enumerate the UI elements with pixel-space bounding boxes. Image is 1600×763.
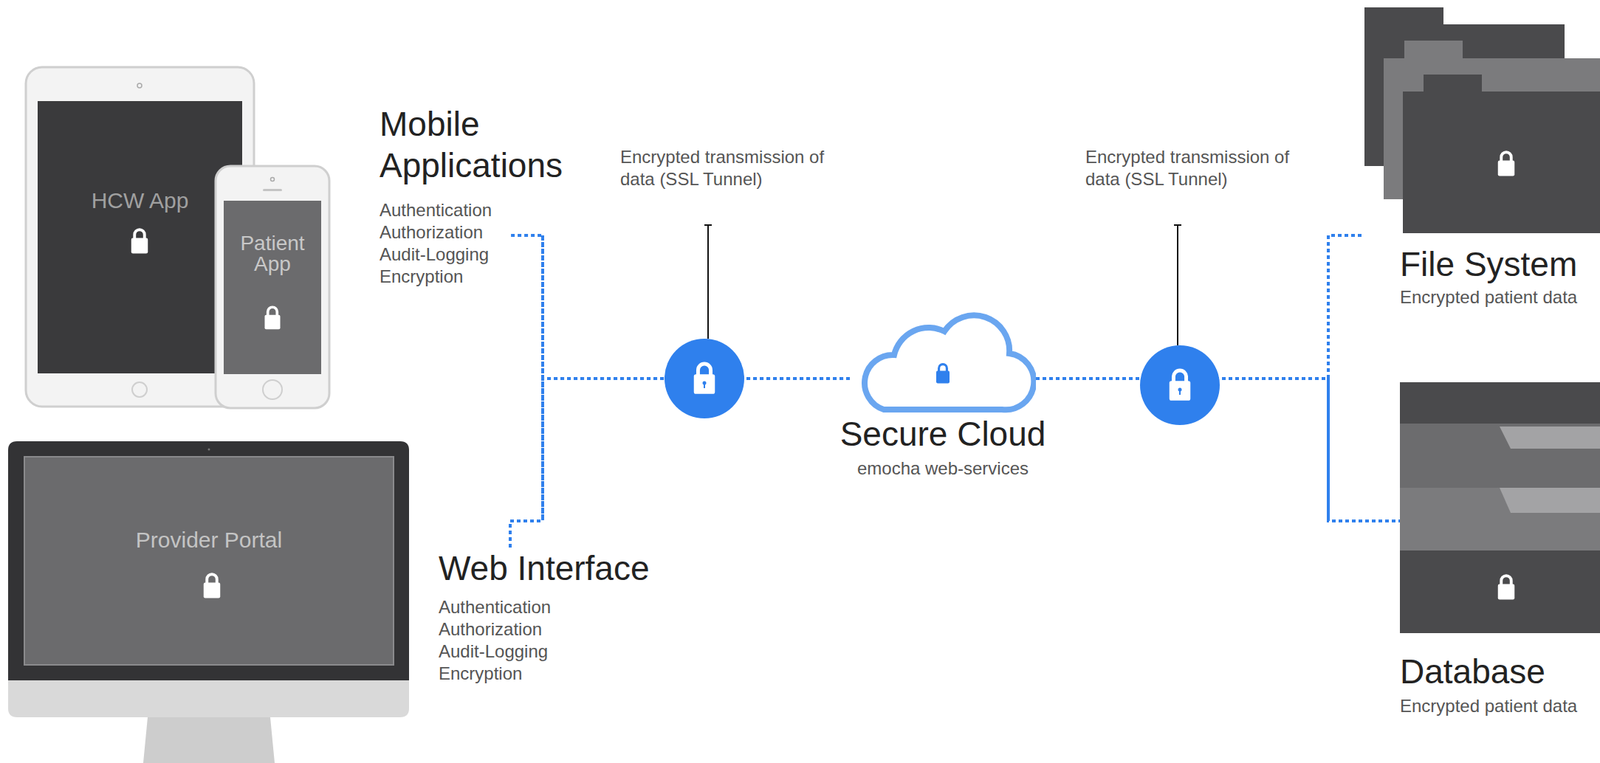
node-heading: File System <box>1364 243 1600 286</box>
keyhole <box>1179 390 1181 396</box>
lock-icon <box>265 307 281 330</box>
phone-screen-fill <box>223 200 322 375</box>
cloud-node-shape <box>849 310 1036 414</box>
group-heading: Web Interface <box>438 547 650 590</box>
lock-icon <box>936 364 950 384</box>
tablet-home-button <box>132 382 147 398</box>
monitor-screen-fill <box>24 457 394 666</box>
lock-icon <box>1169 370 1191 401</box>
leader-lines <box>704 225 1182 346</box>
cloud-node: Secure Cloudemocha web-services <box>809 310 1076 480</box>
tablet-screen: HCW App <box>37 101 243 374</box>
tablet-camera <box>137 83 142 88</box>
ssl-lock-circle <box>1140 345 1220 426</box>
lock-icon <box>131 229 149 254</box>
feature-group: Mobile ApplicationsAuthentication Author… <box>379 103 563 288</box>
device-label: Patient App <box>239 233 305 275</box>
folder-stack: File SystemEncrypted patient data <box>1364 7 1600 309</box>
phone-screen: Patient App <box>223 200 322 375</box>
database-tab <box>1499 426 1600 449</box>
device-label: Provider Portal <box>24 527 394 554</box>
dotted-connector <box>1035 378 1400 522</box>
device-label: HCW App <box>37 188 243 215</box>
cloud-node-outline <box>849 310 1036 414</box>
database-stack: DatabaseEncrypted patient data <box>1399 382 1600 718</box>
lock-icon <box>203 574 221 599</box>
phone-device <box>215 166 330 409</box>
node-heading: Secure Cloud <box>809 413 1076 455</box>
lock-icon <box>1498 575 1516 600</box>
bracket <box>542 235 1329 522</box>
lock-icon <box>1498 152 1516 176</box>
node-subtitle: Encrypted patient data <box>1364 286 1600 309</box>
annotation-label: Encrypted transmission of data (SSL Tunn… <box>1085 146 1300 191</box>
cloud-outline <box>864 315 1034 410</box>
right-bracket <box>1326 235 1330 522</box>
keyhole <box>703 383 706 389</box>
folder-stack-shape <box>1364 7 1600 234</box>
phone-frame <box>215 166 330 409</box>
monitor-bezel <box>8 441 410 681</box>
database-band <box>1399 488 1600 551</box>
left-bracket <box>541 235 545 522</box>
monitor-screen: Provider Portal <box>24 457 394 666</box>
phone-home-button <box>262 380 283 400</box>
database-stack-shape <box>1399 382 1600 634</box>
group-heading: Mobile Applications <box>379 103 563 187</box>
node-subtitle: Encrypted patient data <box>1399 695 1600 718</box>
leader-tick <box>704 224 712 226</box>
node-heading: Database <box>1399 651 1600 693</box>
database-band <box>1399 423 1600 489</box>
monitor-chin <box>8 680 410 718</box>
database-band <box>1399 550 1600 634</box>
annotation-label: Encrypted transmission of data (SSL Tunn… <box>620 146 835 191</box>
folder-stack-outline <box>1364 7 1600 234</box>
tablet-screen-fill <box>37 101 243 374</box>
folder-body <box>1402 91 1600 234</box>
lock-circle <box>1140 345 1220 426</box>
feature-list: Authentication Authorization Audit-Loggi… <box>438 596 551 686</box>
monitor-device <box>8 441 410 763</box>
leader-line <box>707 225 709 339</box>
lock-circle <box>664 338 745 419</box>
database-stack-outline <box>1399 382 1600 634</box>
phone-speaker <box>262 189 283 192</box>
monitor-camera <box>208 448 211 452</box>
lock-icon <box>694 364 716 395</box>
node-subtitle: emocha web-services <box>809 457 1076 480</box>
feature-group: Web InterfaceAuthentication Authorizatio… <box>438 547 650 686</box>
leader-tick <box>1173 224 1182 226</box>
database-band <box>1399 382 1600 424</box>
folder-icon <box>1402 74 1600 234</box>
leader-line <box>1176 225 1179 346</box>
phone-camera <box>270 177 275 182</box>
database-tab <box>1499 488 1600 514</box>
feature-list: Authentication Authorization Audit-Loggi… <box>379 199 492 288</box>
ssl-lock-circle <box>664 338 745 419</box>
monitor-stand <box>143 717 275 763</box>
